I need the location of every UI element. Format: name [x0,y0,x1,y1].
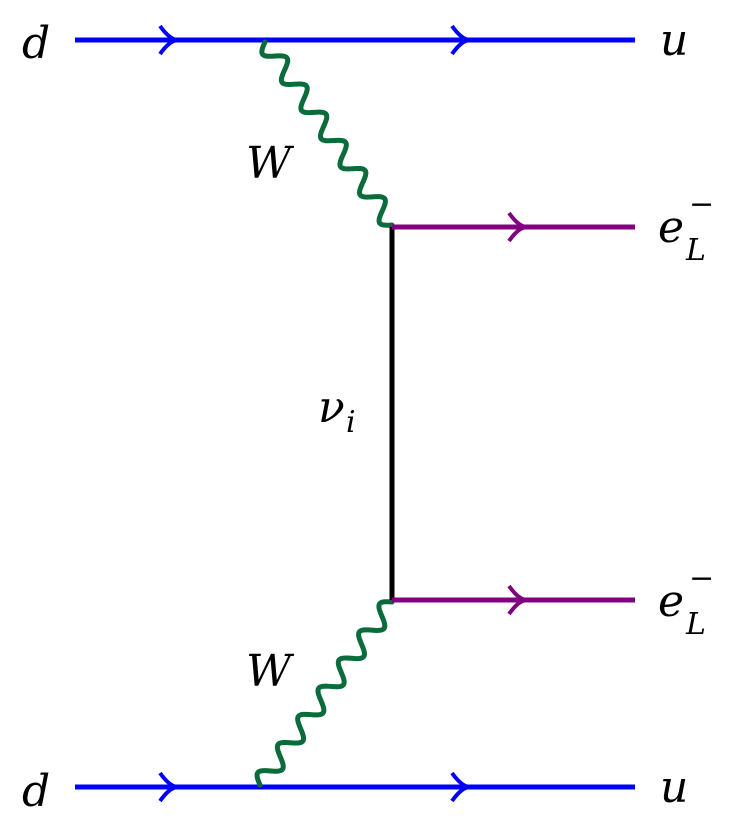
label-bottom-left-quark: d [22,766,50,817]
label-neutrino: ν [318,382,345,433]
label-top-left-quark: d [22,18,50,69]
label-electron-top-sup: − [689,187,714,222]
bottom-quark-arrow-1 [158,771,179,803]
label-electron-top: e [658,202,684,253]
w-boson-bottom [254,599,395,788]
label-electron-top-sub: L [685,233,706,268]
label-electron-bottom-sub: L [685,607,706,642]
label-w-bottom: W [246,646,295,697]
bottom-quark-arrow-2 [450,771,471,803]
electron-top-arrow [507,211,528,243]
w-boson-top [259,39,395,228]
label-w-top: W [246,138,295,189]
top-quark-arrow-1 [158,24,179,56]
label-bottom-right-quark: u [660,762,688,813]
label-neutrino-sub: i [346,405,356,440]
label-electron-bottom: e [658,576,684,627]
label-electron-bottom-sup: − [689,561,714,596]
top-quark-arrow-2 [450,24,471,56]
label-top-right-quark: u [660,15,688,66]
electron-bottom-arrow [507,584,528,616]
